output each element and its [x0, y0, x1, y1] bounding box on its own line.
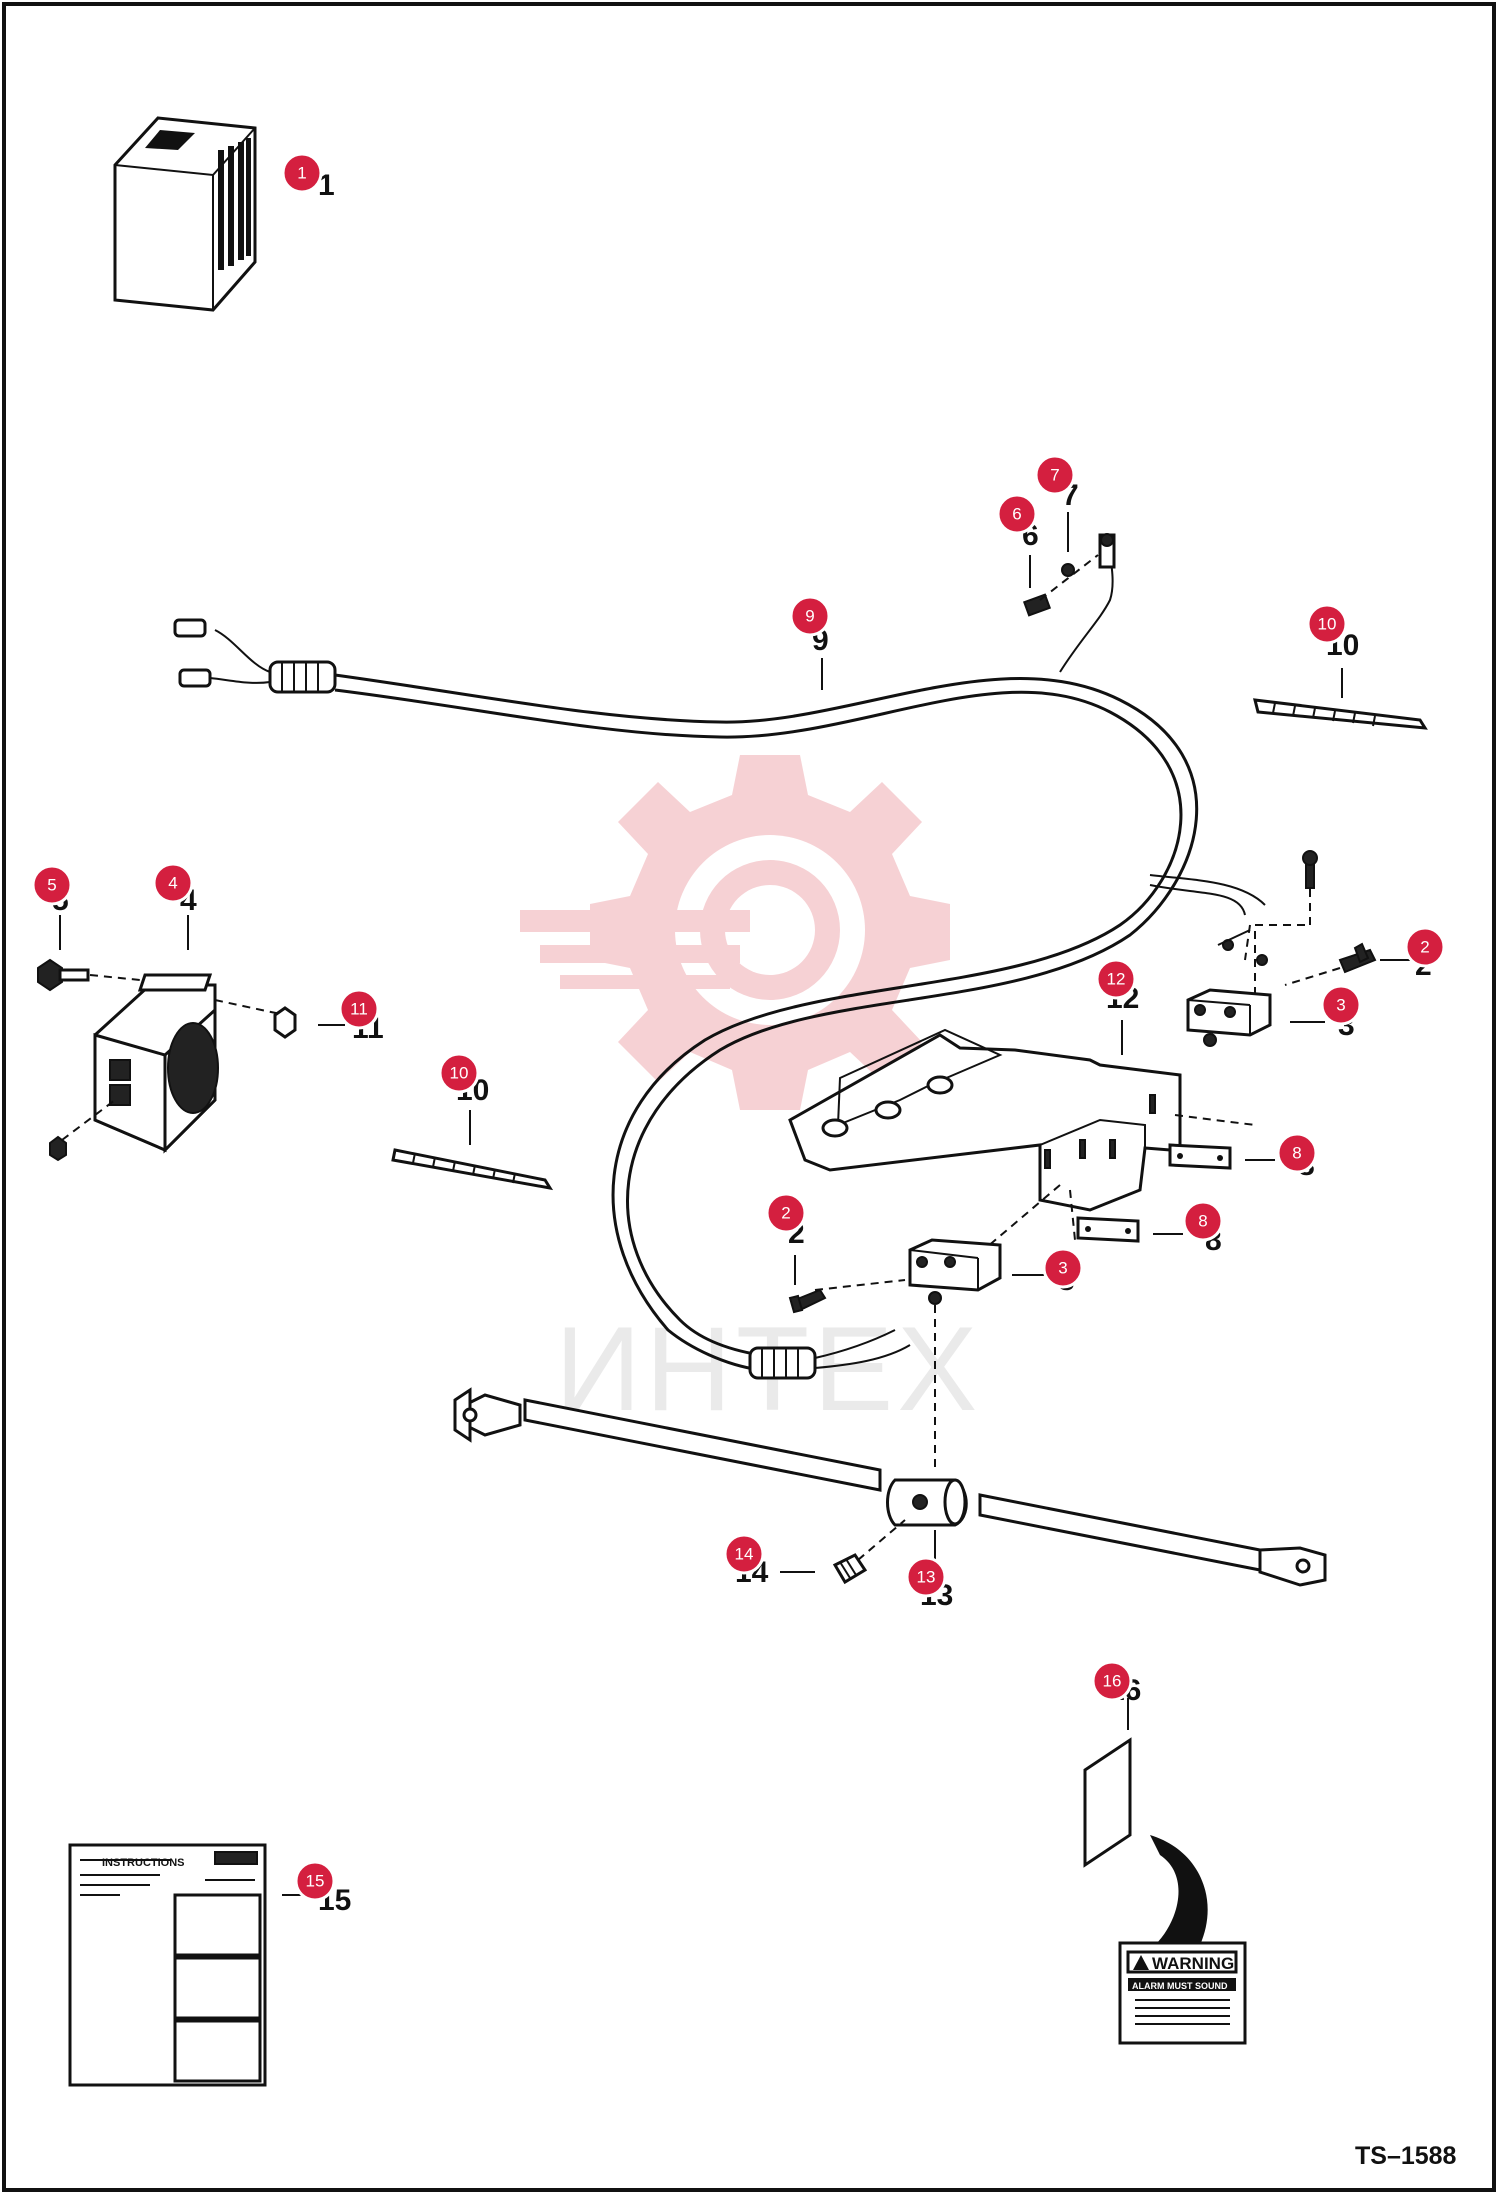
marker-7[interactable]: 7	[1034, 454, 1076, 496]
svg-text:11: 11	[350, 1000, 368, 1019]
svg-text:2: 2	[781, 1204, 790, 1223]
marker-9[interactable]: 9	[789, 595, 831, 637]
part-1-backup-alarm-kit-box	[113, 116, 310, 312]
marker-6[interactable]: 6	[996, 493, 1038, 535]
part-14-set-screw	[780, 1519, 906, 1585]
svg-text:8: 8	[1198, 1212, 1207, 1231]
svg-text:16: 16	[1103, 1672, 1122, 1691]
svg-text:5: 5	[47, 876, 56, 895]
part-4-backup-alarm	[93, 915, 219, 1154]
marker-15[interactable]: 15	[294, 1860, 336, 1902]
ground-screws	[1217, 850, 1318, 966]
svg-text:14: 14	[735, 1545, 754, 1564]
svg-text:10: 10	[1318, 615, 1337, 634]
part-10-cable-tie-upper	[1253, 668, 1428, 730]
marker-2-lower[interactable]: 2	[765, 1192, 807, 1234]
warning-decal-subheading: ALARM MUST SOUND	[1132, 1981, 1228, 1991]
part-12-switch-mounting-bracket	[788, 1020, 1256, 1271]
marker-13[interactable]: 13	[905, 1556, 947, 1598]
part-5-bolt	[37, 915, 286, 1016]
svg-text:7: 7	[1050, 466, 1059, 485]
marker-11[interactable]: 11	[338, 988, 380, 1030]
marker-3-upper[interactable]: 3	[1320, 984, 1362, 1026]
svg-text:1: 1	[297, 164, 306, 183]
marker-3-lower[interactable]: 3	[1042, 1247, 1084, 1289]
instructions-heading: INSTRUCTIONS	[102, 1857, 185, 1869]
svg-text:13: 13	[917, 1568, 936, 1587]
marker-5[interactable]: 5	[31, 864, 73, 906]
marker-10-upper[interactable]: 10	[1306, 603, 1348, 645]
marker-12[interactable]: 12	[1095, 958, 1137, 1000]
part-8-spacer-plate-lower	[1076, 1216, 1183, 1243]
part-8-spacer-plate-upper	[1168, 1143, 1275, 1170]
marker-10-lower[interactable]: 10	[438, 1052, 480, 1094]
svg-text:10: 10	[450, 1064, 469, 1083]
figure-id-label: TS–1588	[1355, 2142, 1457, 2170]
svg-text:12: 12	[1107, 970, 1126, 989]
svg-text:15: 15	[306, 1872, 325, 1891]
marker-14[interactable]: 14	[723, 1533, 765, 1575]
marker-1[interactable]: 1	[281, 152, 323, 194]
svg-text:3: 3	[1336, 996, 1345, 1015]
part-6-7-screw-and-washer	[1022, 512, 1116, 617]
svg-text:8: 8	[1292, 1144, 1301, 1163]
svg-text:9: 9	[805, 607, 814, 626]
part-16-warning-decal: WARNING ALARM MUST SOUND	[1083, 1698, 1247, 2045]
marker-8-upper[interactable]: 8	[1276, 1132, 1318, 1174]
marker-16[interactable]: 16	[1091, 1660, 1133, 1702]
part-3-switch-lower	[814, 1238, 1045, 1470]
part-13-control-rod-collar	[453, 1387, 1327, 1587]
svg-text:2: 2	[1420, 938, 1429, 957]
part-2-screw-upper	[1284, 942, 1410, 986]
marker-4[interactable]: 4	[152, 862, 194, 904]
marker-2-upper[interactable]: 2	[1404, 926, 1446, 968]
warning-decal-heading: WARNING	[1152, 1954, 1234, 1973]
svg-text:6: 6	[1012, 505, 1021, 524]
lower-alarm-nut	[49, 1099, 116, 1162]
svg-text:3: 3	[1058, 1259, 1067, 1278]
watermark-logo: ИНТЕХ	[520, 755, 977, 1436]
svg-text:4: 4	[168, 874, 177, 893]
part-10-cable-tie-lower	[391, 1110, 554, 1191]
marker-8-lower[interactable]: 8	[1182, 1200, 1224, 1242]
part-15-instruction-sheet: INSTRUCTIONS	[68, 1843, 312, 2087]
part-11-nut	[273, 1006, 345, 1039]
callout-1: 1	[318, 169, 335, 202]
part-2-screw-lower	[788, 1255, 827, 1314]
